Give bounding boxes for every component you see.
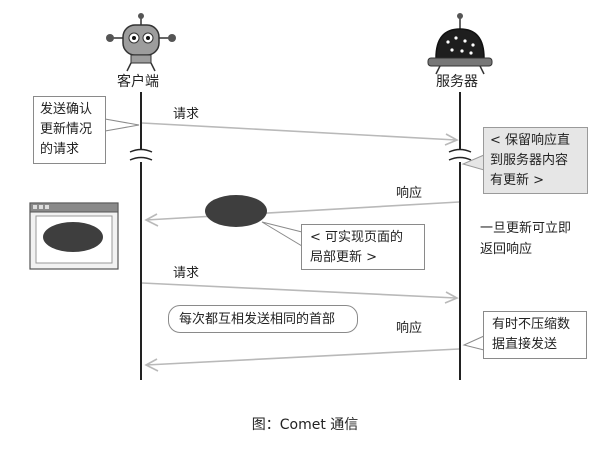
compress-note-line: 有时不压缩数 [492,317,571,332]
response1-label: 响应 [396,186,423,201]
server-dome-icon [427,13,493,75]
compress-note-box: 有时不压缩数 据直接发送 [483,311,587,359]
server-hold-note-line: < 保留响应直 [490,133,571,148]
response2-label: 响应 [396,321,423,336]
partial-note-pointer [261,221,303,247]
response2-arrow [144,348,460,372]
partial-update-note-box: < 可实现页面的 局部更新 > [301,224,425,270]
client-label: 客户端 [117,74,159,90]
request2-label: 请求 [173,266,200,281]
client-lifeline-break-icon [129,148,153,161]
server-hold-note-line: 到服务器内容 [490,153,569,168]
response1-arrow [144,201,460,227]
client-note-pointer [104,118,140,132]
same-header-note-text: 每次都互相发送相同的首部 [179,312,336,327]
page-fragment-oval [205,195,267,227]
figure-caption: 图：Comet 通信 [251,417,359,433]
client-robot-icon [106,13,176,72]
immediate-return-line: 一旦更新可立即 [480,221,572,236]
request1-label: 请求 [173,107,200,122]
partial-update-note-line: 局部更新 > [310,250,378,265]
compress-note-pointer [462,335,485,351]
browser-window-icon [29,202,119,270]
server-lifeline-break-icon [448,148,472,161]
client-note-line: 发送确认 [40,102,93,117]
compress-note-line: 据直接发送 [492,337,558,352]
server-label: 服务器 [436,74,478,90]
immediate-return-line: 返回响应 [480,242,533,257]
client-note-line: 更新情况 [40,122,93,137]
server-note-pointer [461,154,485,171]
immediate-return-text: 一旦更新可立即 返回响应 [480,218,571,260]
request2-arrow [141,282,459,304]
server-hold-note-box: < 保留响应直 到服务器内容 有更新 > [483,127,588,194]
same-header-note-box: 每次都互相发送相同的首部 [168,305,358,333]
server-hold-note-line: 有更新 > [490,173,545,188]
client-note-line: 的请求 [40,142,80,157]
request1-arrow [141,122,459,146]
client-note-box: 发送确认 更新情况 的请求 [33,96,106,164]
partial-update-note-line: < 可实现页面的 [310,230,404,245]
